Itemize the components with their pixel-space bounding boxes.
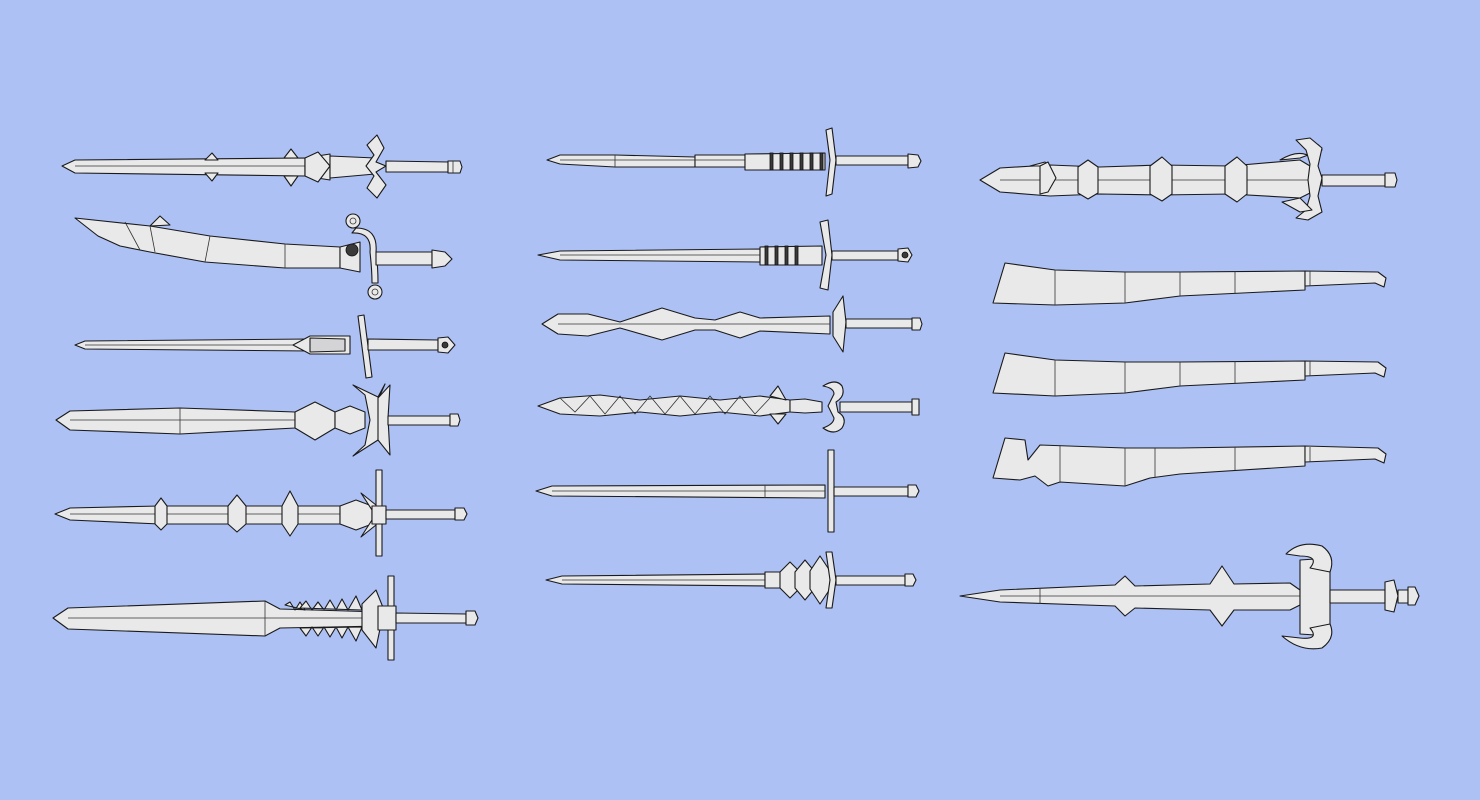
weapon-twisted-blade — [537, 381, 920, 433]
weapon-bulbous-blade — [541, 295, 923, 353]
weapon-serrated-greatsword — [52, 575, 479, 661]
weapon-lobed-broadsword — [55, 383, 461, 457]
weapon-scimitar — [74, 213, 453, 300]
weapon-notched-cleaver — [992, 437, 1387, 487]
weapon-cleaver-2 — [992, 352, 1387, 397]
weapon-wrapped-longsword — [546, 127, 922, 197]
weapon-plain-crossguard — [535, 449, 920, 533]
weapon-ribbed-guard — [545, 551, 917, 609]
weapon-curled-guard — [959, 543, 1420, 650]
weapon-slim-wrapped — [537, 219, 913, 291]
weapon-spiked-scorpion — [979, 137, 1398, 221]
weapon-spiked-longsword — [61, 134, 463, 199]
weapon-segmented-spiked — [54, 469, 468, 557]
weapon-cleaver-1 — [992, 262, 1387, 306]
weapon-rapier — [74, 314, 456, 379]
